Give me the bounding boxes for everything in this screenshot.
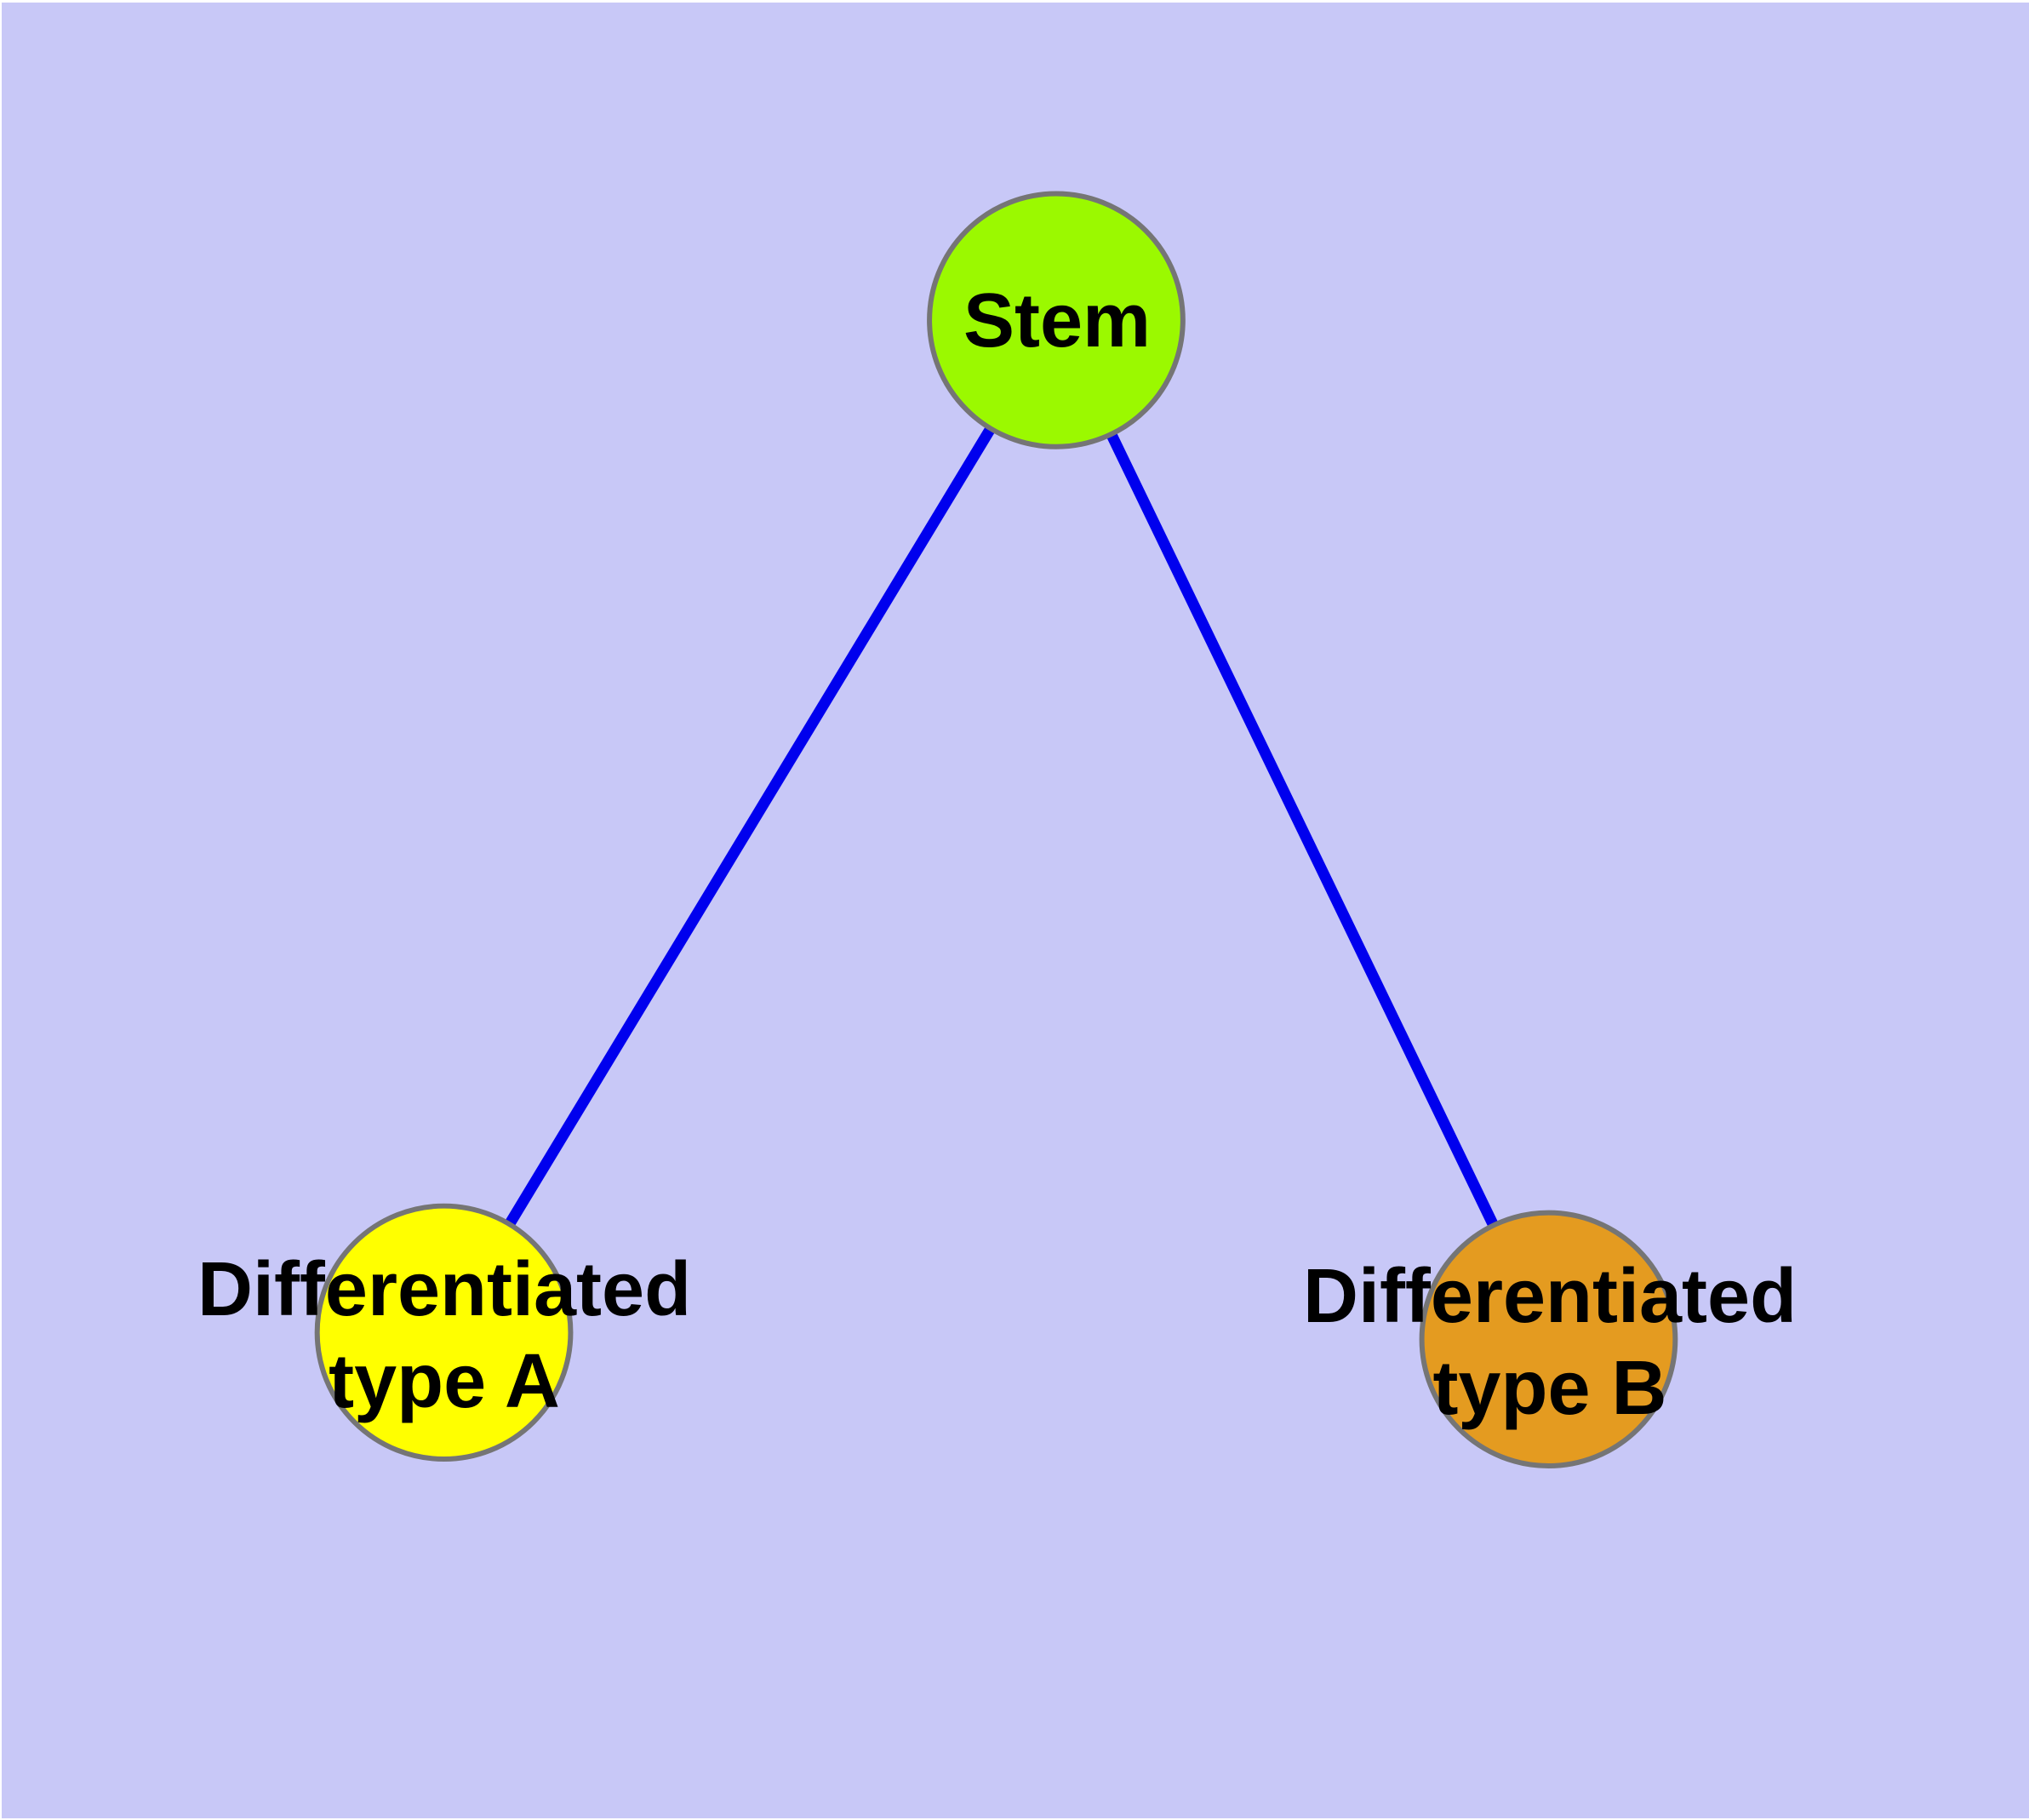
node-differentiated-type-a-circle [314,1203,574,1462]
node-stem-label: Stem [963,275,1151,367]
node-differentiated-type-b-label-line2: type B [1432,1346,1667,1431]
node-stem-label-line: Stem [963,278,1152,363]
node-differentiated-type-a-label: Differentiated type A [197,1244,691,1428]
node-differentiated-type-a-label-line2: type A [329,1339,560,1424]
graph-svg [314,191,1678,1468]
node-stem-circle [927,191,1186,449]
node-differentiated-type-b-label: Differentiated type B [1303,1251,1797,1434]
edge-stem-to-differentiated-type-a [439,317,1061,1336]
node-layer [314,191,1678,1468]
edge-layer [439,317,1554,1342]
node-differentiated-type-a-label-line1: Differentiated [197,1247,692,1332]
node-differentiated-type-b-circle [1419,1210,1678,1468]
edge-stem-to-differentiated-type-b [1051,318,1554,1342]
diagram-canvas: Stem Differentiated type A Differentiate… [2,3,2029,1818]
node-differentiated-type-b-label-line1: Differentiated [1302,1254,1798,1339]
